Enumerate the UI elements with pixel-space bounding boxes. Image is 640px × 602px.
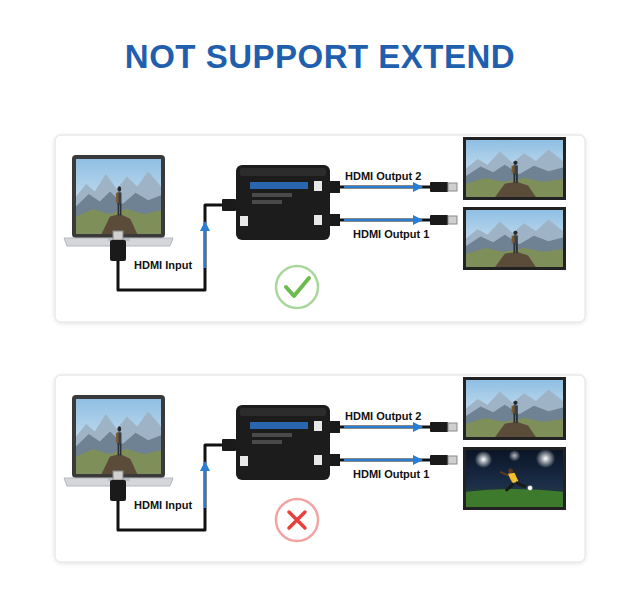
port-label: HDMI Input (134, 259, 192, 272)
port-label: HDMI Output 1 (353, 468, 429, 481)
port-label: HDMI Output 1 (353, 228, 429, 241)
panel-correct (55, 135, 585, 322)
port-label: HDMI Input (134, 499, 192, 512)
panel-wrong (55, 375, 585, 562)
port-label: HDMI Output 2 (345, 410, 421, 423)
port-label: HDMI Output 2 (345, 170, 421, 183)
title: NOT SUPPORT EXTEND (0, 38, 640, 76)
